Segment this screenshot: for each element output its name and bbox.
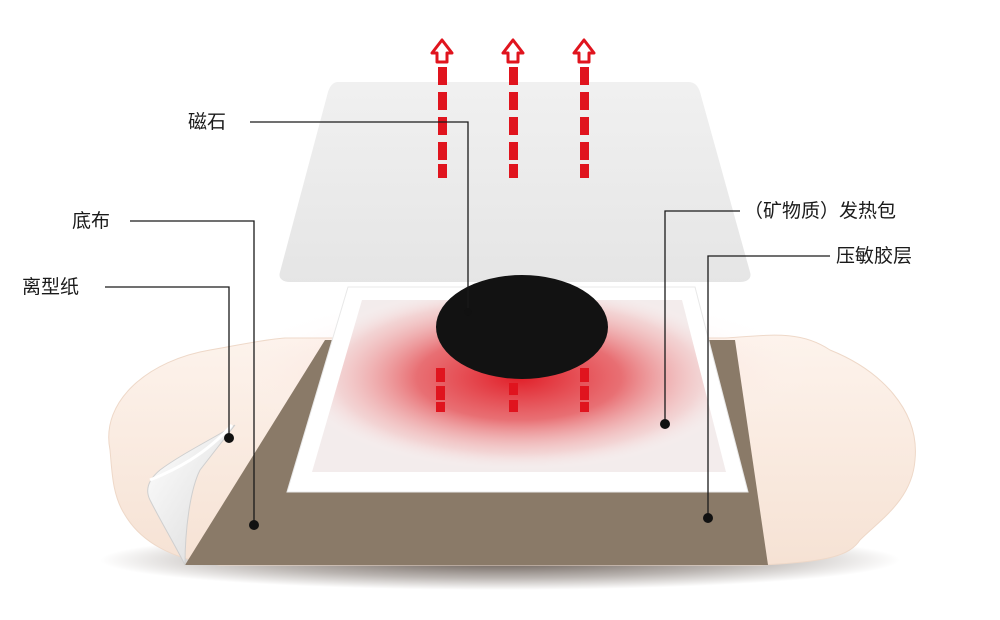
label-magnet: 磁石 [188, 111, 227, 133]
magnet-disc [436, 275, 608, 379]
leader-line-heat-pack [664, 210, 740, 424]
top-film-layer [279, 82, 751, 282]
dot-magnet [464, 308, 472, 316]
heat-arrow-right [572, 38, 596, 178]
dot-base-cloth [249, 520, 259, 530]
dot-release-paper [224, 433, 234, 443]
heat-arrow-middle [501, 38, 525, 178]
label-base-cloth: 底布 [72, 210, 111, 232]
dot-adhesive [703, 513, 713, 523]
leader-line-release-paper [105, 286, 230, 438]
leader-line-adhesive [707, 255, 830, 518]
heat-pack-red-glow [312, 300, 726, 472]
lower-heat-dashes [436, 368, 589, 412]
leader-line-base-cloth [130, 220, 255, 525]
leader-line-magnet [250, 121, 469, 310]
release-paper-curl [147, 424, 236, 566]
heat-arrow-left [430, 38, 454, 178]
label-heat-pack: （矿物质）发热包 [744, 200, 897, 222]
label-release-paper: 离型纸 [22, 276, 80, 298]
label-adhesive-layer: 压敏胶层 [836, 245, 913, 267]
dot-heat-pack [660, 419, 670, 429]
release-paper-edge [149, 423, 234, 482]
